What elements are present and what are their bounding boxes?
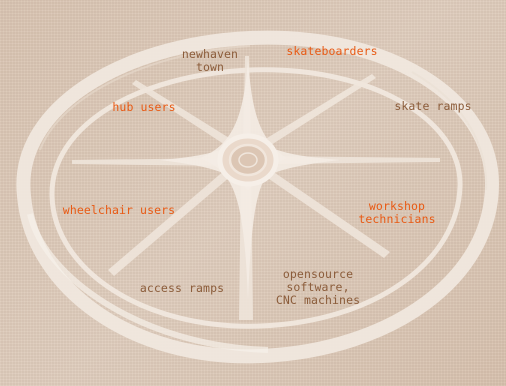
spoke-bottom-left (108, 164, 238, 276)
label-opensource-software: opensource software, CNC machines (264, 268, 372, 307)
label-newhaven-town: newhaven town (172, 48, 248, 74)
wheel-hub (220, 136, 276, 184)
spoke-top-right (254, 74, 376, 152)
label-workshop-technicians: workshop technicians (348, 200, 446, 226)
label-wheelchair-users: wheelchair users (54, 204, 184, 217)
label-access-ramps: access ramps (130, 282, 234, 295)
label-skate-ramps: skate ramps (386, 100, 480, 113)
label-hub-users: hub users (104, 101, 184, 114)
label-skateboarders: skateboarders (276, 45, 388, 58)
